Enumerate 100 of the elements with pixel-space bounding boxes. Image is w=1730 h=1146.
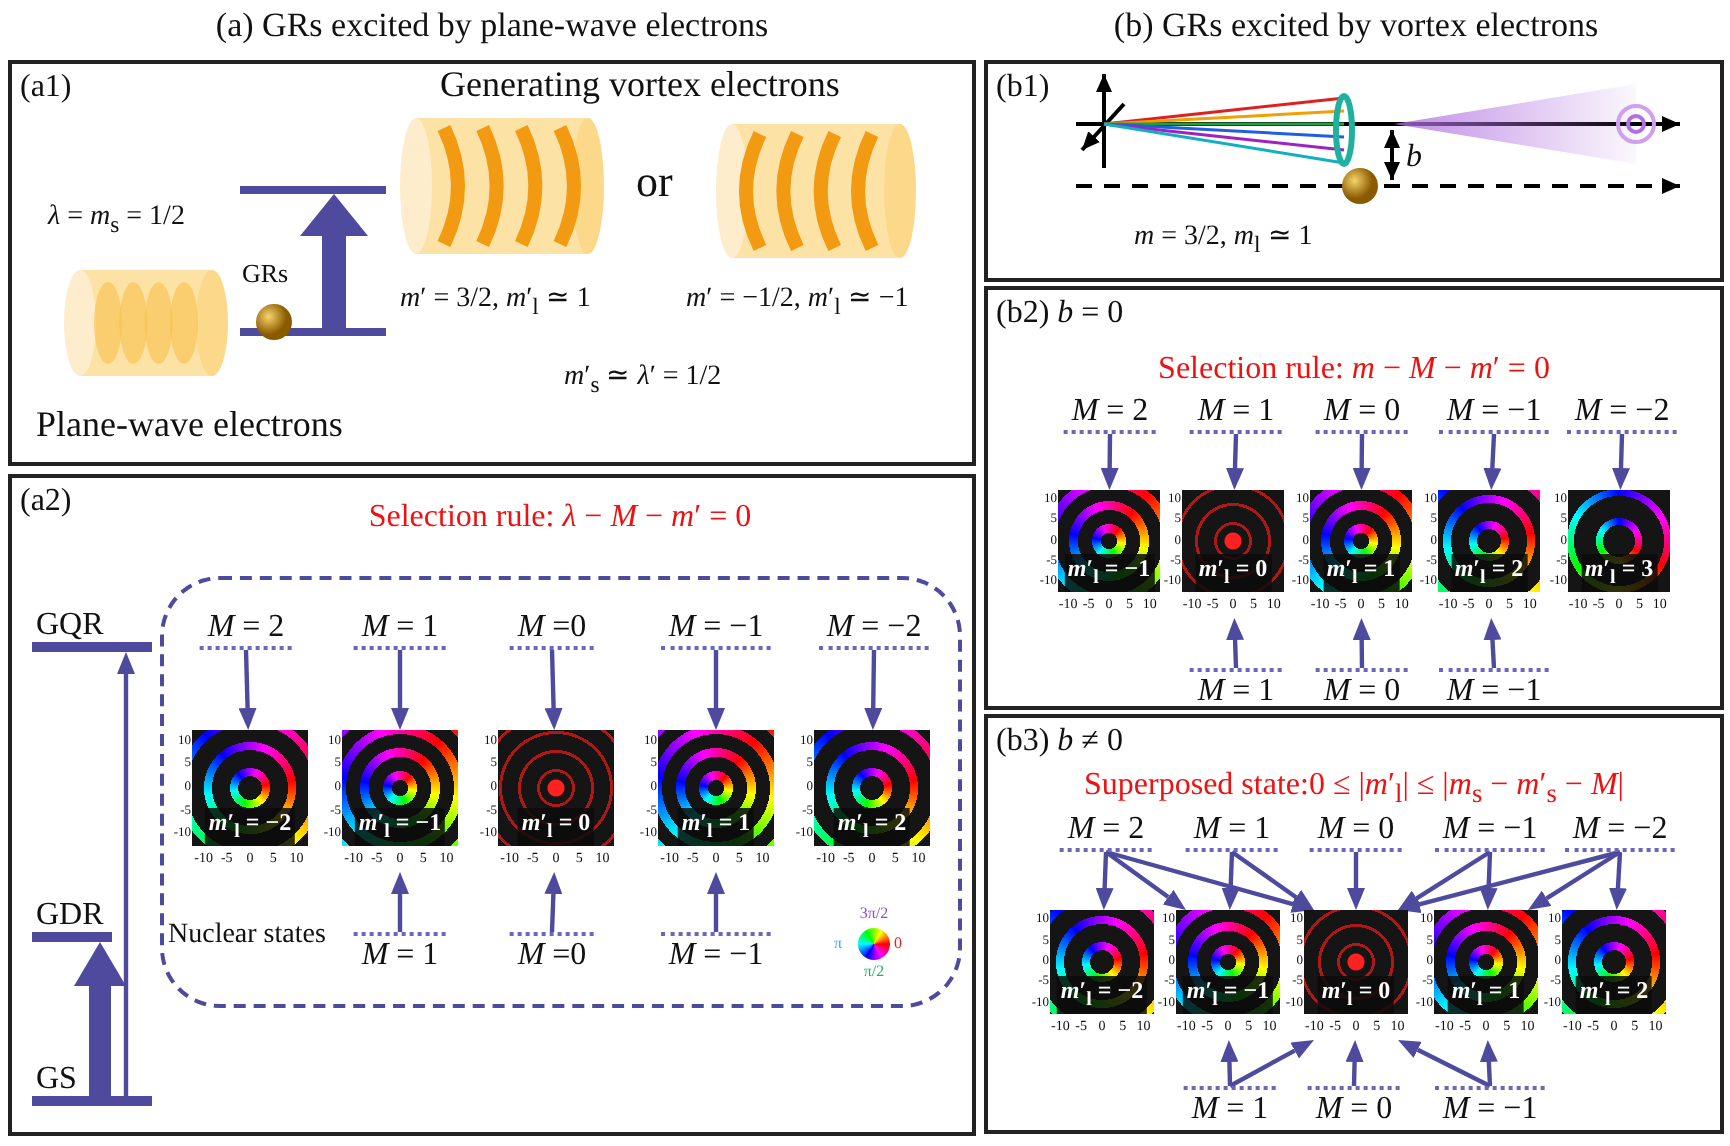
plot-label: m′$_{l}$ = −2 (1056, 975, 1148, 1014)
arrow (74, 942, 126, 1096)
math-label: m′ = 3/2, m′$_{l}$ ≃ 1 (400, 282, 591, 324)
plot-label: m′$_{l}$ = 1 (677, 807, 755, 846)
caption-text: Generating vortex electrons (440, 62, 840, 106)
state-label: M =0 (509, 932, 595, 974)
arrow (238, 649, 257, 730)
panel-frame (984, 60, 1724, 282)
panel-label: (b2) b = 0 (996, 294, 1124, 332)
panel-heading: (b) GRs excited by vortex electrons (1113, 6, 1599, 46)
plot-label: m′$_{l}$ = −1 (354, 807, 446, 846)
state-label: M = −1 (660, 608, 772, 650)
arrow (1226, 618, 1245, 669)
state-label: M = 1 (1185, 810, 1279, 852)
energy-level: GDR (32, 896, 112, 942)
panel-label: (a1) (20, 68, 72, 106)
plot-label: m′$_{l}$ = 0 (1194, 553, 1272, 592)
arrow (707, 872, 725, 932)
state-label: M = −1 (1434, 810, 1546, 852)
panel-frame (8, 60, 976, 466)
state-label: M = −2 (818, 608, 930, 650)
panel-label: (b1) (996, 68, 1050, 106)
panel-frame (984, 714, 1724, 1134)
arrow (1221, 851, 1240, 910)
arrow (1345, 1040, 1364, 1087)
arrow (117, 652, 135, 1096)
arrow (1398, 849, 1621, 914)
arrow (1220, 1040, 1239, 1087)
math-label: m′ = −1/2, m′$_{l}$ ≃ −1 (686, 282, 909, 324)
arrow (1398, 1040, 1491, 1088)
plot-label: m′$_{l}$ = 1 (1322, 553, 1400, 592)
arrow (1226, 433, 1244, 490)
state-label: M = 0 (1309, 810, 1403, 852)
arrow (1608, 851, 1627, 910)
arrow (1095, 851, 1114, 910)
selection-rule-text: Selection rule: m − M − m′ = 0 (1158, 350, 1550, 388)
state-label: M = −1 (1438, 668, 1550, 710)
panel-label: (b3) b ≠ 0 (996, 722, 1123, 760)
state-label: M = 1 (353, 932, 447, 974)
state-label: M = 1 (1183, 1086, 1277, 1128)
state-label: M = 0 (1315, 668, 1409, 710)
phase-label: π (834, 934, 843, 954)
plot-label: m′$_{l}$ = 1 (1447, 975, 1525, 1014)
arrow (391, 650, 409, 730)
phase-label: π/2 (863, 962, 885, 982)
state-label: M = 0 (1307, 1086, 1401, 1128)
plot-label: m′$_{l}$ = −2 (204, 807, 296, 846)
state-label: M = −1 (660, 932, 772, 974)
arrow (1483, 433, 1502, 490)
process-label: GRs (242, 258, 289, 290)
phase-label: 3π/2 (859, 904, 889, 924)
arrow (544, 872, 563, 933)
state-label: M = 0 (1315, 392, 1409, 434)
arrow (1352, 433, 1371, 490)
arrow (1228, 1040, 1314, 1088)
arrow (1347, 852, 1365, 910)
arrow (1104, 850, 1186, 910)
math-label: b (1406, 138, 1422, 176)
state-label: M = 1 (1189, 392, 1283, 434)
arrow (1612, 433, 1630, 490)
panel-heading: (a) GRs excited by plane-wave electrons (215, 6, 769, 46)
plot-label: m′$_{l}$ = 0 (1317, 975, 1395, 1014)
plot-label: m′$_{l}$ = 3 (1580, 553, 1658, 592)
arrow (864, 649, 883, 730)
panel-frame (984, 286, 1724, 710)
state-label: M = 1 (1189, 668, 1283, 710)
plot-label: m′$_{l}$ = 2 (1575, 975, 1653, 1014)
state-label: M = 2 (1059, 810, 1153, 852)
dashed-group-box (160, 576, 962, 1008)
state-label: M = 2 (1063, 392, 1157, 434)
arrow (1398, 850, 1492, 910)
arrow (707, 650, 725, 730)
arrow (544, 649, 563, 730)
plot-label: m′$_{l}$ = 0 (517, 807, 595, 846)
math-label: m′$_{s}$ ≃ λ′ = 1/2 (564, 360, 722, 402)
plot-label: m′$_{l}$ = −1 (1063, 553, 1155, 592)
math-label: λ = m$_{s}$ = 1/2 (48, 200, 185, 242)
row-label: Nuclear states (168, 918, 326, 952)
state-label: M = −2 (1564, 810, 1676, 852)
math-label: m = 3/2, m$_{l}$ ≃ 1 (1134, 220, 1313, 262)
state-label: M = −2 (1566, 392, 1678, 434)
arrow (1483, 618, 1502, 669)
arrow (391, 872, 409, 932)
panel-frame (8, 474, 976, 1136)
plot-label: m′$_{l}$ = −1 (1182, 975, 1274, 1014)
energy-level: GS (32, 1060, 152, 1106)
selection-rule-text: Selection rule: λ − M − m′ = 0 (368, 498, 752, 536)
arrow (1105, 849, 1314, 913)
energy-level: GQR (32, 606, 152, 652)
selection-rule-text: Superposed state:0 ≤ |m′$_{l}$| ≤ |m$_{s}$ − m′$_{s}$ − M| (1084, 766, 1624, 813)
state-label: M = −1 (1438, 392, 1550, 434)
state-label: M =0 (509, 608, 595, 650)
state-label: M = 2 (199, 608, 293, 650)
state-label: M = −1 (1434, 1086, 1546, 1128)
arrow (1230, 850, 1314, 910)
arrow (1352, 618, 1371, 669)
plot-label: m′$_{l}$ = 2 (833, 807, 911, 846)
panel-label: (a2) (20, 482, 72, 520)
arrow (1479, 851, 1498, 910)
arrow (1528, 850, 1622, 910)
